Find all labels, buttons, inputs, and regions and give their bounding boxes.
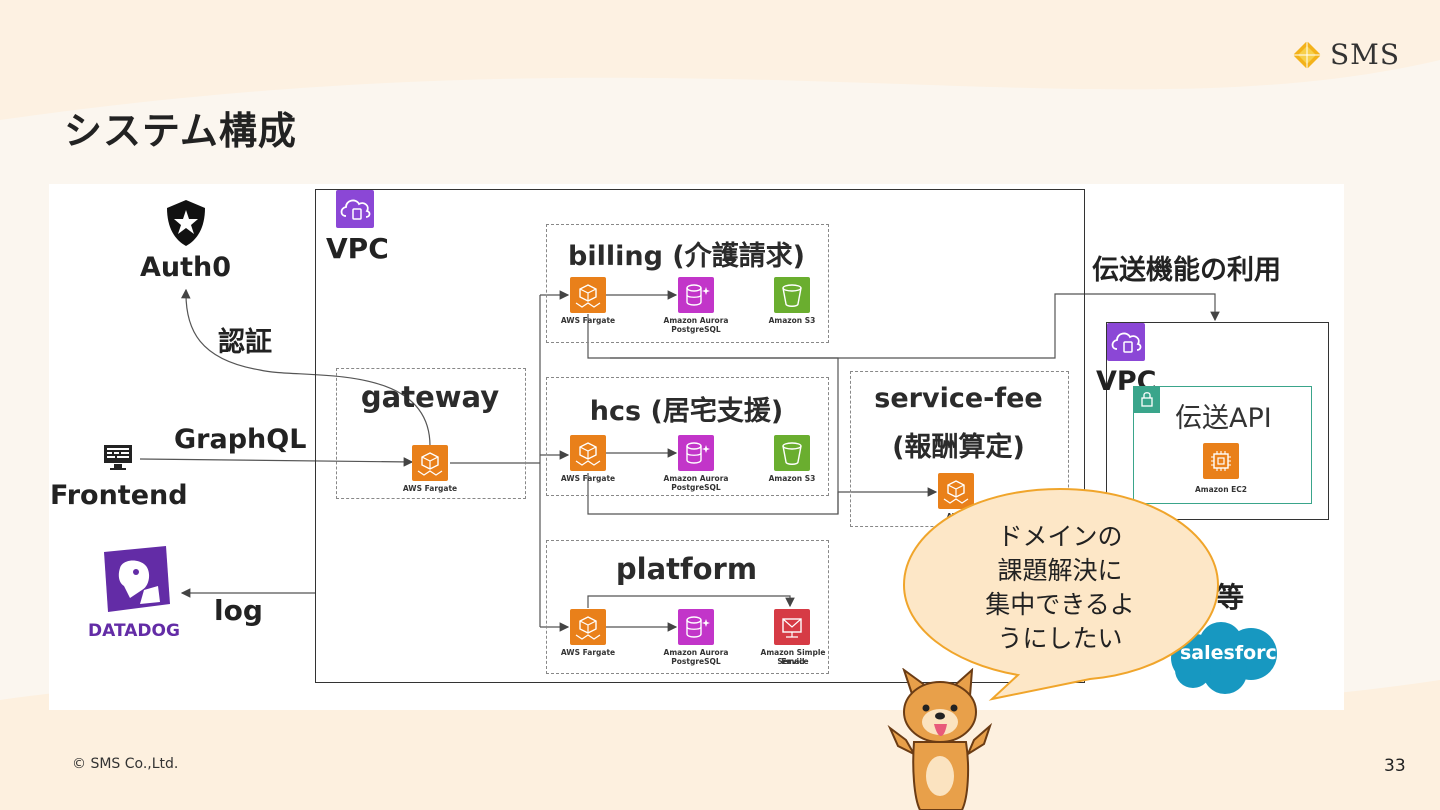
- billing-aurora-icon: [678, 277, 714, 313]
- gateway-fargate-icon: [412, 445, 448, 481]
- gateway-title: gateway: [360, 380, 500, 414]
- slide-title: システム構成: [64, 109, 297, 153]
- billing-box: [546, 224, 829, 343]
- platform-fargate-icon: [570, 609, 606, 645]
- frontend-label: Frontend: [50, 480, 188, 511]
- auth-label: 認証: [218, 327, 272, 358]
- ec2-icon: [1203, 443, 1239, 479]
- platform-ses-caption-1: Amazon Simple Email: [760, 648, 826, 666]
- billing-aurora-caption-1: Amazon Aurora: [663, 316, 729, 325]
- service-fee-fargate-icon: [938, 473, 974, 509]
- salesforce-label: salesforce: [1180, 642, 1290, 664]
- hcs-aurora-caption-1: Amazon Aurora: [663, 474, 729, 483]
- etc-label: 等: [1216, 581, 1245, 614]
- platform-fargate-caption: AWS Fargate: [560, 648, 616, 657]
- dog-mascot-icon: [887, 668, 993, 810]
- vpc-cloud-icon: [336, 190, 374, 228]
- ec2-caption: Amazon EC2: [1195, 485, 1247, 494]
- hcs-fargate-icon: [570, 435, 606, 471]
- hcs-aurora-icon: [678, 435, 714, 471]
- billing-fargate-icon: [570, 277, 606, 313]
- subnet-lock-icon: [1134, 387, 1160, 413]
- footer-copyright: © SMS Co.,Ltd.: [72, 756, 179, 772]
- gateway-fargate-caption: AWS Fargate: [402, 484, 458, 493]
- bubble-line-2: 課題解決に: [997, 556, 1123, 585]
- hcs-box: [546, 377, 829, 496]
- transmission-label: 伝送機能の利用: [1092, 255, 1281, 286]
- external-vpc-box: [1106, 322, 1329, 520]
- datadog-label: DATADOG: [88, 621, 180, 641]
- hcs-fargate-caption: AWS Fargate: [560, 474, 616, 483]
- monitor-icon: [104, 445, 132, 470]
- hcs-s3-icon: [774, 435, 810, 471]
- auth0-label: Auth0: [140, 252, 232, 283]
- sms-diamond-icon: [1293, 40, 1321, 69]
- billing-aurora-caption-2: PostgreSQL: [671, 325, 721, 334]
- main-vpc-box: [315, 189, 1085, 683]
- log-label: log: [214, 594, 263, 627]
- gateway-box: [336, 368, 526, 499]
- bubble-line-3: 集中できるよ: [985, 590, 1135, 619]
- hcs-title: hcs (居宅支援): [589, 396, 784, 427]
- platform-box: [546, 540, 829, 674]
- hcs-s3-caption: Amazon S3: [768, 474, 816, 483]
- billing-title: billing (介護請求): [568, 241, 805, 272]
- sms-logo-text: SMS: [1330, 38, 1401, 71]
- page-number: 33: [1384, 756, 1406, 776]
- platform-aurora-caption-2: PostgreSQL: [671, 657, 721, 666]
- api-subnet-box: [1133, 386, 1312, 504]
- auth0-shield-icon: [167, 200, 205, 246]
- billing-s3-icon: [774, 277, 810, 313]
- sms-logo: SMS: [1292, 38, 1400, 71]
- bubble-line-4: うにしたい: [997, 624, 1123, 653]
- platform-aurora-icon: [678, 609, 714, 645]
- platform-title: platform: [615, 552, 758, 586]
- hcs-aurora-caption-2: PostgreSQL: [671, 483, 721, 492]
- billing-fargate-caption: AWS Fargate: [560, 316, 616, 325]
- platform-ses-caption-2: Service: [777, 657, 809, 666]
- bubble-line-1: ドメインの: [997, 522, 1123, 551]
- platform-aurora-caption-1: Amazon Aurora: [663, 648, 729, 657]
- service-fee-title-2: (報酬算定): [892, 432, 1025, 463]
- graphql-label: GraphQL: [174, 424, 307, 455]
- api-label: 伝送API: [1175, 403, 1272, 434]
- main-vpc-label: VPC: [326, 232, 389, 265]
- platform-ses-icon: [774, 609, 810, 645]
- datadog-icon: [104, 546, 170, 612]
- external-vpc-cloud-icon: [1107, 323, 1145, 361]
- service-fee-title-1: service-fee: [874, 383, 1043, 414]
- billing-s3-caption: Amazon S3: [768, 316, 816, 325]
- speech-bubble: [902, 487, 1220, 701]
- bubble-text: ドメインの 課題解決に 集中できるよ うにしたい: [960, 520, 1160, 656]
